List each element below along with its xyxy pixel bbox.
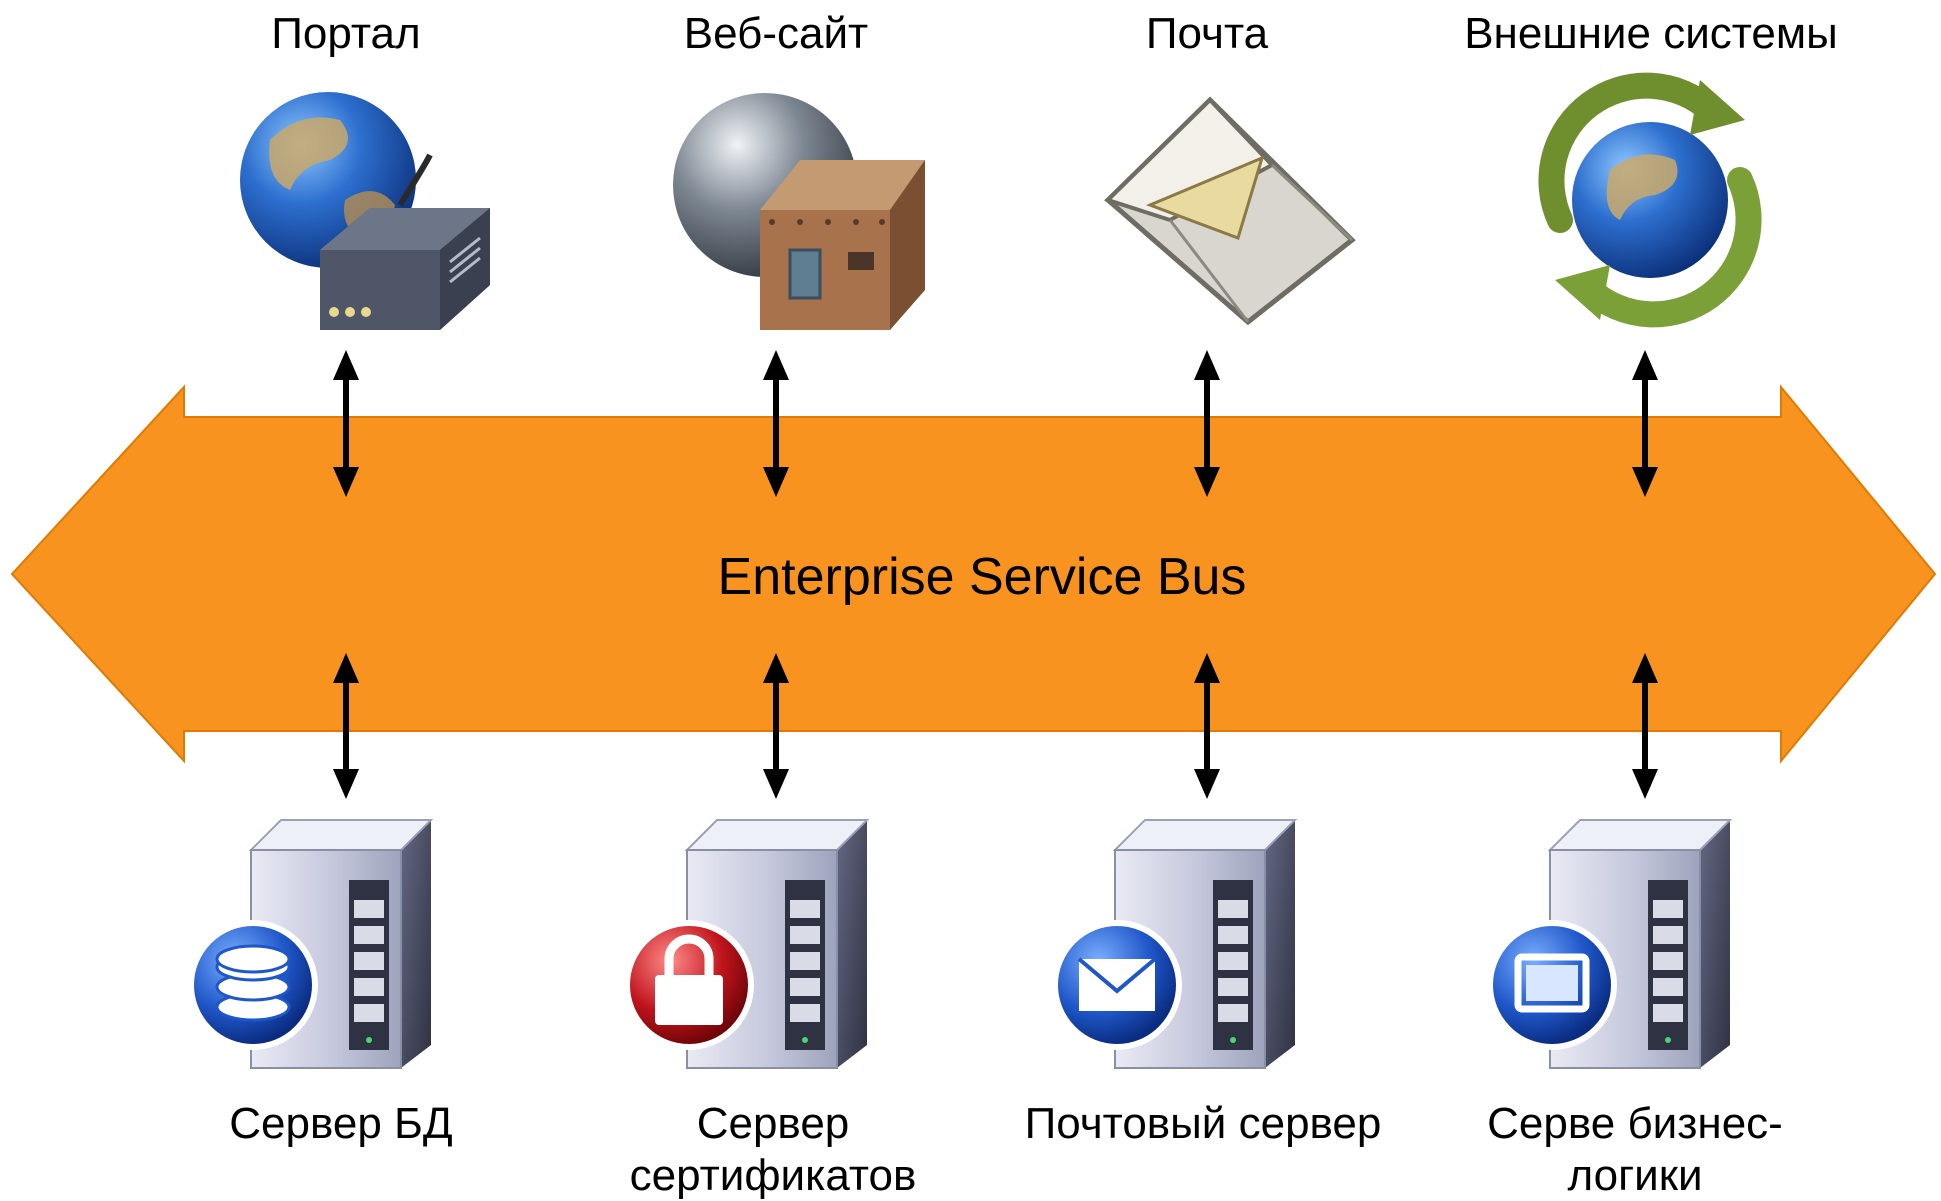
double-arrow-bottom-1 bbox=[763, 653, 789, 799]
lock-server-icon bbox=[624, 819, 870, 1069]
bus-arrow bbox=[10, 384, 1937, 764]
double-arrow-bottom-3 bbox=[1632, 653, 1658, 799]
double-arrow-top-1 bbox=[763, 350, 789, 497]
globe-router-icon bbox=[240, 92, 490, 330]
bottom-label-logic-server-line2: логики bbox=[1567, 1151, 1702, 1200]
server-icons bbox=[188, 819, 1733, 1069]
database-server-icon bbox=[188, 819, 434, 1069]
globe-sync-icon bbox=[1538, 72, 1762, 328]
envelope-icon bbox=[1104, 96, 1356, 326]
bus-label: Enterprise Service Bus bbox=[718, 548, 1247, 606]
bottom-label-logic-server-line1: Серве бизнес- bbox=[1487, 1099, 1783, 1148]
double-arrow-bottom-2 bbox=[1194, 653, 1220, 799]
top-connector-arrows bbox=[333, 350, 1658, 497]
bottom-label-cert-server-line1: Сервер bbox=[697, 1099, 850, 1148]
app-server-icon bbox=[1487, 819, 1733, 1069]
double-arrow-bottom-0 bbox=[333, 653, 359, 799]
bottom-connector-arrows bbox=[333, 653, 1658, 799]
top-label-external: Внешние системы bbox=[1464, 9, 1838, 58]
bottom-label-db-server: Сервер БД bbox=[229, 1099, 452, 1148]
double-arrow-top-3 bbox=[1632, 350, 1658, 497]
top-label-website: Веб-сайт bbox=[684, 9, 868, 58]
double-arrow-top-2 bbox=[1194, 350, 1220, 497]
globe-building-icon bbox=[673, 93, 925, 330]
mail-server-icon bbox=[1052, 819, 1298, 1069]
bottom-label-mail-server: Почтовый сервер bbox=[1025, 1099, 1382, 1148]
top-label-portal: Портал bbox=[271, 9, 420, 58]
top-label-mail: Почта bbox=[1146, 9, 1269, 58]
bottom-label-cert-server-line2: сертификатов bbox=[630, 1151, 917, 1200]
double-arrow-top-0 bbox=[333, 350, 359, 497]
